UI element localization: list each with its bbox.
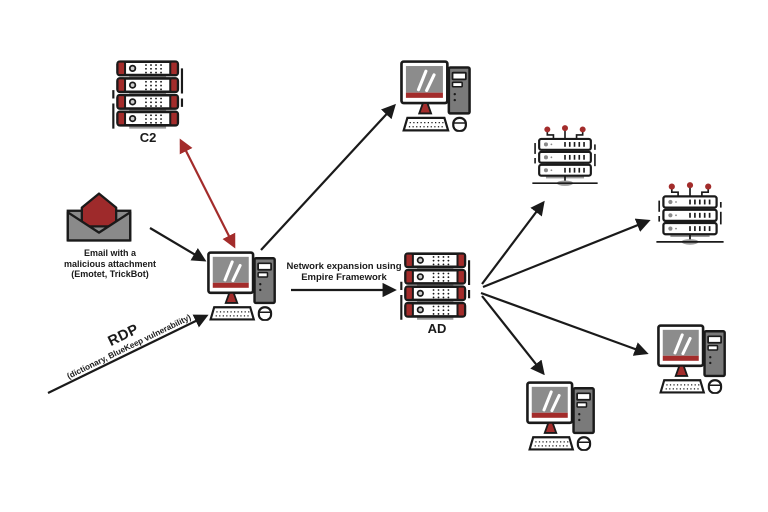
edge-email-to-workstation [149, 227, 207, 262]
edge-ad-to-workstation-bottom-center [481, 295, 545, 376]
edge-ad-to-workstation-bottom-right [480, 291, 649, 356]
ad-server-rack-icon [397, 252, 480, 328]
workstation-bottom-center-icon [526, 381, 598, 451]
c2-label: C2 [139, 130, 157, 145]
email-caption-line2: malicious attachment [63, 258, 157, 269]
c2-server-rack-icon [109, 60, 193, 137]
server-rack-right-upper-icon [531, 124, 599, 192]
workstation-bottom-right-icon [657, 324, 729, 394]
ad-label: AD [427, 321, 447, 336]
edge-rdp-to-workstation [47, 314, 209, 394]
email-caption-line1: Email with a [83, 248, 136, 258]
network-expansion-line1: Network expansion using [286, 261, 402, 272]
email-caption: Email with a malicious attachment (Emote… [36, 248, 184, 280]
malicious-email-icon [60, 188, 138, 246]
network-expansion-caption: Network expansion using Empire Framework [281, 261, 407, 283]
email-caption-line3: (Emotet, TrickBot) [71, 269, 149, 279]
server-rack-right-lower-icon [655, 181, 725, 251]
attacker-workstation-icon [207, 251, 279, 321]
edge-workstation-to-top-right [260, 103, 396, 251]
edge-ad-to-rack-lower [482, 218, 651, 289]
network-expansion-line2: Empire Framework [301, 272, 387, 283]
edge-ad-to-rack-upper [481, 200, 545, 285]
workstation-top-right-icon [400, 60, 474, 132]
edge-c2-workstation-bidirectional [179, 138, 236, 249]
